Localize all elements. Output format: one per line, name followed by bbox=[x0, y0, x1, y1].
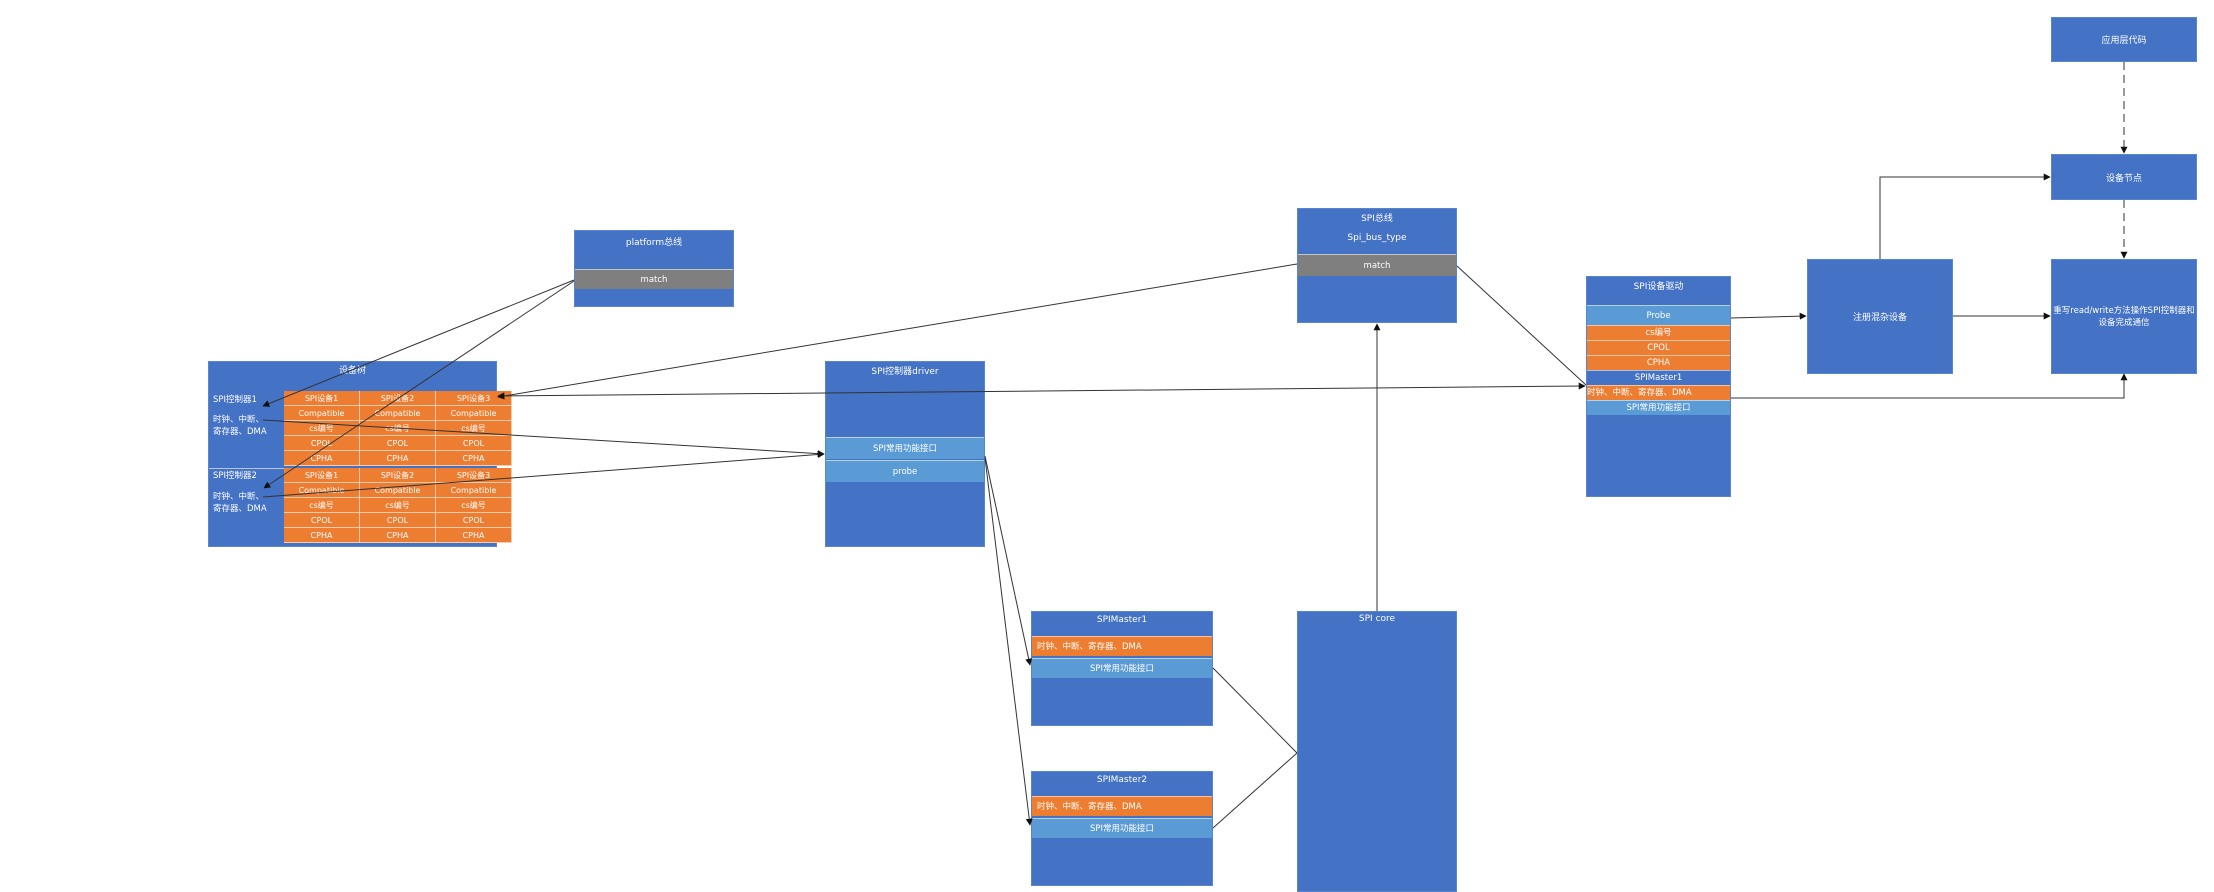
spi-controller-driver-iface: SPI常用功能接口 bbox=[826, 437, 984, 459]
device-cell: cs编号 bbox=[284, 421, 360, 436]
controller-1-name: SPI控制器1 bbox=[213, 395, 257, 405]
device-cell: CPOL bbox=[284, 436, 360, 451]
rw-ops-box: 重写read/write方法操作SPI控制器和 设备完成通信 bbox=[2051, 259, 2197, 374]
spi-controller-driver-title: SPI控制器driver bbox=[871, 367, 939, 377]
device-node-label: 设备节点 bbox=[2105, 173, 2142, 184]
device-cell: cs编号 bbox=[360, 498, 436, 513]
line-bus-to-devdriver bbox=[1456, 265, 1587, 386]
arrow-devdriver-to-rw bbox=[1731, 373, 2128, 399]
spi-device-driver-cpha: CPHA bbox=[1587, 355, 1730, 370]
spi-master1-title: SPIMaster1 bbox=[1096, 615, 1148, 625]
platform-bus-title: platform总线 bbox=[625, 238, 683, 248]
arrow-probe-to-misc bbox=[1730, 312, 1807, 320]
device-cell: SPI设备3 bbox=[436, 391, 512, 406]
device-cell: cs编号 bbox=[360, 421, 436, 436]
app-code-label: 应用层代码 bbox=[2101, 36, 2147, 46]
spi-master1-box: SPIMaster1 时钟、中断、寄存器、DMA SPI常用功能接口 bbox=[1031, 611, 1213, 726]
spi-bus-match: match bbox=[1298, 254, 1456, 276]
register-misc-device-label: 注册混杂设备 bbox=[1852, 313, 1907, 323]
device-cell: CPHA bbox=[360, 528, 436, 543]
device-cell: CPOL bbox=[436, 513, 512, 528]
device-cell: cs编号 bbox=[436, 498, 512, 513]
spi-device-driver-probe: Probe bbox=[1587, 305, 1730, 325]
device-node-box: 设备节点 bbox=[2051, 154, 2197, 200]
spi-device-driver-title: SPI设备驱动 bbox=[1633, 282, 1684, 292]
spi-bus-title: SPI总线 bbox=[1361, 214, 1393, 224]
device-cell: Compatible bbox=[284, 483, 360, 498]
platform-bus-match: match bbox=[575, 269, 733, 289]
device-cell: CPHA bbox=[436, 528, 512, 543]
spi-master2-box: SPIMaster2 时钟、中断、寄存器、DMA SPI常用功能接口 bbox=[1031, 771, 1213, 886]
device-cell: SPI设备2 bbox=[360, 468, 436, 483]
controller-2-name: SPI控制器2 bbox=[213, 471, 257, 481]
spi-device-driver-box: SPI设备驱动 Probe cs编号 CPOL CPHA SPIMaster1 … bbox=[1586, 276, 1731, 497]
spi-master1-resources: 时钟、中断、寄存器、DMA bbox=[1032, 636, 1212, 656]
device-cell: Compatible bbox=[360, 483, 436, 498]
spi-master2-resources: 时钟、中断、寄存器、DMA bbox=[1032, 796, 1212, 816]
arrow-driver-to-master1 bbox=[984, 455, 1033, 666]
device-cell: SPI设备1 bbox=[284, 391, 360, 406]
spi-bus-subtitle: Spi_bus_type bbox=[1347, 233, 1407, 243]
device-cell: cs编号 bbox=[284, 498, 360, 513]
spi-device-driver-cpol: CPOL bbox=[1587, 340, 1730, 355]
device-cell: CPOL bbox=[436, 436, 512, 451]
spi-device-driver-resources: 时钟、中断、寄存器、DMA bbox=[1587, 385, 1730, 400]
app-code-box: 应用层代码 bbox=[2051, 17, 2197, 62]
arrow-misc-to-node bbox=[1879, 173, 2051, 259]
device-cell: CPOL bbox=[360, 513, 436, 528]
device-tree-title: 设备树 bbox=[338, 366, 366, 376]
device-cell: CPOL bbox=[360, 436, 436, 451]
spi-device-driver-cs: cs编号 bbox=[1587, 325, 1730, 340]
spi-master1-iface: SPI常用功能接口 bbox=[1032, 658, 1212, 678]
device-cell: CPHA bbox=[284, 451, 360, 466]
rw-ops-label: 重写read/write方法操作SPI控制器和 设备完成通信 bbox=[2053, 305, 2195, 328]
spi-core-box: SPI core bbox=[1297, 611, 1457, 892]
controller-divider bbox=[209, 468, 284, 469]
line-master2-to-core bbox=[1212, 752, 1298, 829]
device-cell: CPHA bbox=[284, 528, 360, 543]
device-cell: SPI设备3 bbox=[436, 468, 512, 483]
device-cell: CPHA bbox=[360, 451, 436, 466]
device-cell: CPOL bbox=[284, 513, 360, 528]
device-tree-box: 设备树 SPI控制器1 时钟、中断、 寄存器、DMA SPI控制器2 时钟、中断… bbox=[208, 361, 512, 547]
controller-2-resources: 时钟、中断、 寄存器、DMA bbox=[213, 492, 267, 514]
register-misc-device-box: 注册混杂设备 bbox=[1807, 259, 1953, 374]
spi-master2-title: SPIMaster2 bbox=[1096, 775, 1148, 785]
spi-controller-driver-probe: probe bbox=[826, 460, 984, 482]
device-cell: Compatible bbox=[284, 406, 360, 421]
device-cell: cs编号 bbox=[436, 421, 512, 436]
device-cell: Compatible bbox=[436, 483, 512, 498]
device-cell: Compatible bbox=[360, 406, 436, 421]
spi-device-driver-master: SPIMaster1 bbox=[1587, 370, 1730, 385]
controller-1-resources: 时钟、中断、 寄存器、DMA bbox=[213, 415, 267, 437]
arrow-driver-to-master2 bbox=[984, 457, 1033, 826]
arrow-devicetree-devdriver bbox=[497, 382, 1586, 400]
spi-core-title: SPI core bbox=[1358, 614, 1396, 624]
spi-bus-box: SPI总线 Spi_bus_type match bbox=[1297, 208, 1457, 323]
spi-controller-driver-box: SPI控制器driver SPI常用功能接口 probe bbox=[825, 361, 985, 547]
device-cell: SPI设备2 bbox=[360, 391, 436, 406]
device-cell: CPHA bbox=[436, 451, 512, 466]
line-master1-to-core bbox=[1212, 667, 1298, 754]
device-cell: SPI设备1 bbox=[284, 468, 360, 483]
spi-device-driver-iface: SPI常用功能接口 bbox=[1587, 400, 1730, 415]
device-cell: Compatible bbox=[436, 406, 512, 421]
platform-bus-box: platform总线 match bbox=[574, 230, 734, 307]
spi-master2-iface: SPI常用功能接口 bbox=[1032, 818, 1212, 838]
